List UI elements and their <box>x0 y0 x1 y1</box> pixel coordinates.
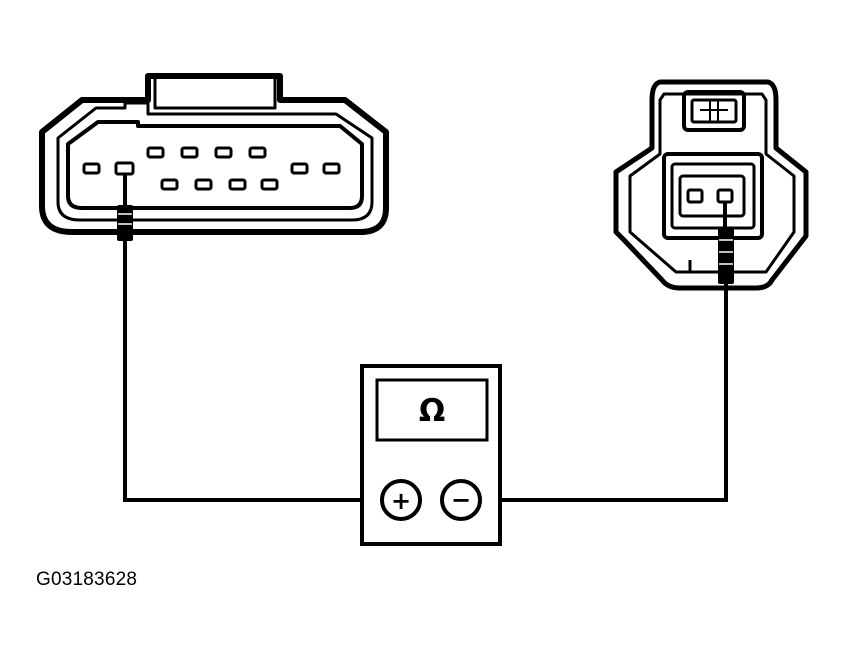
right-connector-pins <box>686 188 734 204</box>
right-connector-socket <box>662 152 764 240</box>
left-connector-face <box>66 120 364 210</box>
ohmmeter: Ω + − <box>360 364 502 546</box>
pin-mid-3 <box>290 162 309 175</box>
pin-bot-1 <box>160 178 179 191</box>
figure-id: G03183628 <box>36 569 138 590</box>
ohm-symbol: Ω <box>419 393 445 429</box>
pin-mid-4 <box>322 162 341 175</box>
left-connector-latch <box>153 76 277 110</box>
test-leads <box>123 241 728 502</box>
left-probe-boot <box>117 205 133 241</box>
right-connector-body <box>613 79 809 291</box>
left-connector-pins <box>82 146 341 191</box>
positive-lead <box>123 241 364 502</box>
right-connector-cavity <box>678 174 746 218</box>
right-connector-inner-rim <box>628 92 796 274</box>
pin-top-1 <box>146 146 165 159</box>
negative-terminal <box>440 479 482 521</box>
pin-bot-4 <box>260 178 279 191</box>
pin-bot-2 <box>194 178 213 191</box>
right-connector-socket-inner <box>670 162 756 230</box>
pin-top-2 <box>180 146 199 159</box>
pin-top-3 <box>214 146 233 159</box>
positive-terminal-sign: + <box>391 487 411 515</box>
right-probe <box>718 202 734 284</box>
left-connector-inner-rim <box>56 101 374 222</box>
left-connector-body <box>39 73 389 235</box>
left-probe <box>117 174 133 241</box>
pin-mid-2 <box>114 161 135 176</box>
positive-terminal <box>380 479 422 521</box>
right-pin-2 <box>716 188 734 204</box>
pin-top-4 <box>248 146 267 159</box>
negative-lead <box>500 284 728 502</box>
left-connector <box>39 73 389 235</box>
pin-mid-1 <box>82 162 101 175</box>
right-pin-1 <box>686 188 704 204</box>
right-probe-boot <box>718 228 734 284</box>
right-connector-latch-inner <box>690 98 738 124</box>
pin-bot-3 <box>228 178 247 191</box>
negative-terminal-sign: − <box>451 486 471 514</box>
right-connector-latch <box>682 90 746 132</box>
ohmmeter-display <box>375 378 489 442</box>
right-connector <box>613 79 809 291</box>
